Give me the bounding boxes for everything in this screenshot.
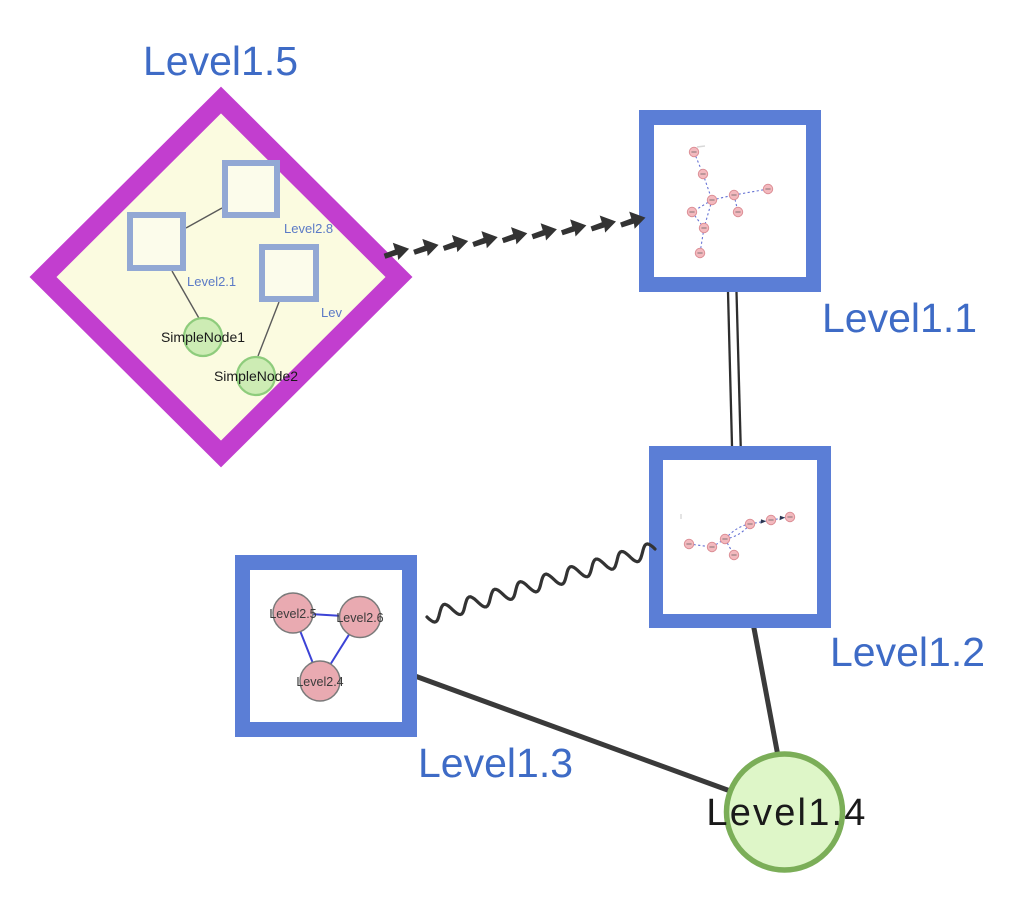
- svg-text:Level1.4: Level1.4: [706, 792, 867, 834]
- svg-text:SimpleNode2: SimpleNode2: [214, 368, 298, 384]
- svg-text:Level1.5: Level1.5: [143, 38, 298, 84]
- svg-text:Level1.3: Level1.3: [418, 740, 573, 786]
- svg-text:Level2.6: Level2.6: [336, 611, 383, 625]
- svg-text:Level2.1: Level2.1: [187, 274, 236, 289]
- svg-text:Lev: Lev: [321, 305, 342, 320]
- svg-text:Level2.5: Level2.5: [269, 607, 316, 621]
- svg-text:Level2.8: Level2.8: [284, 221, 333, 236]
- svg-text:SimpleNode1: SimpleNode1: [161, 329, 245, 345]
- svg-text:Level1.1: Level1.1: [822, 295, 977, 341]
- svg-text:Level2.4: Level2.4: [296, 675, 343, 689]
- svg-text:Level1.2: Level1.2: [830, 629, 985, 675]
